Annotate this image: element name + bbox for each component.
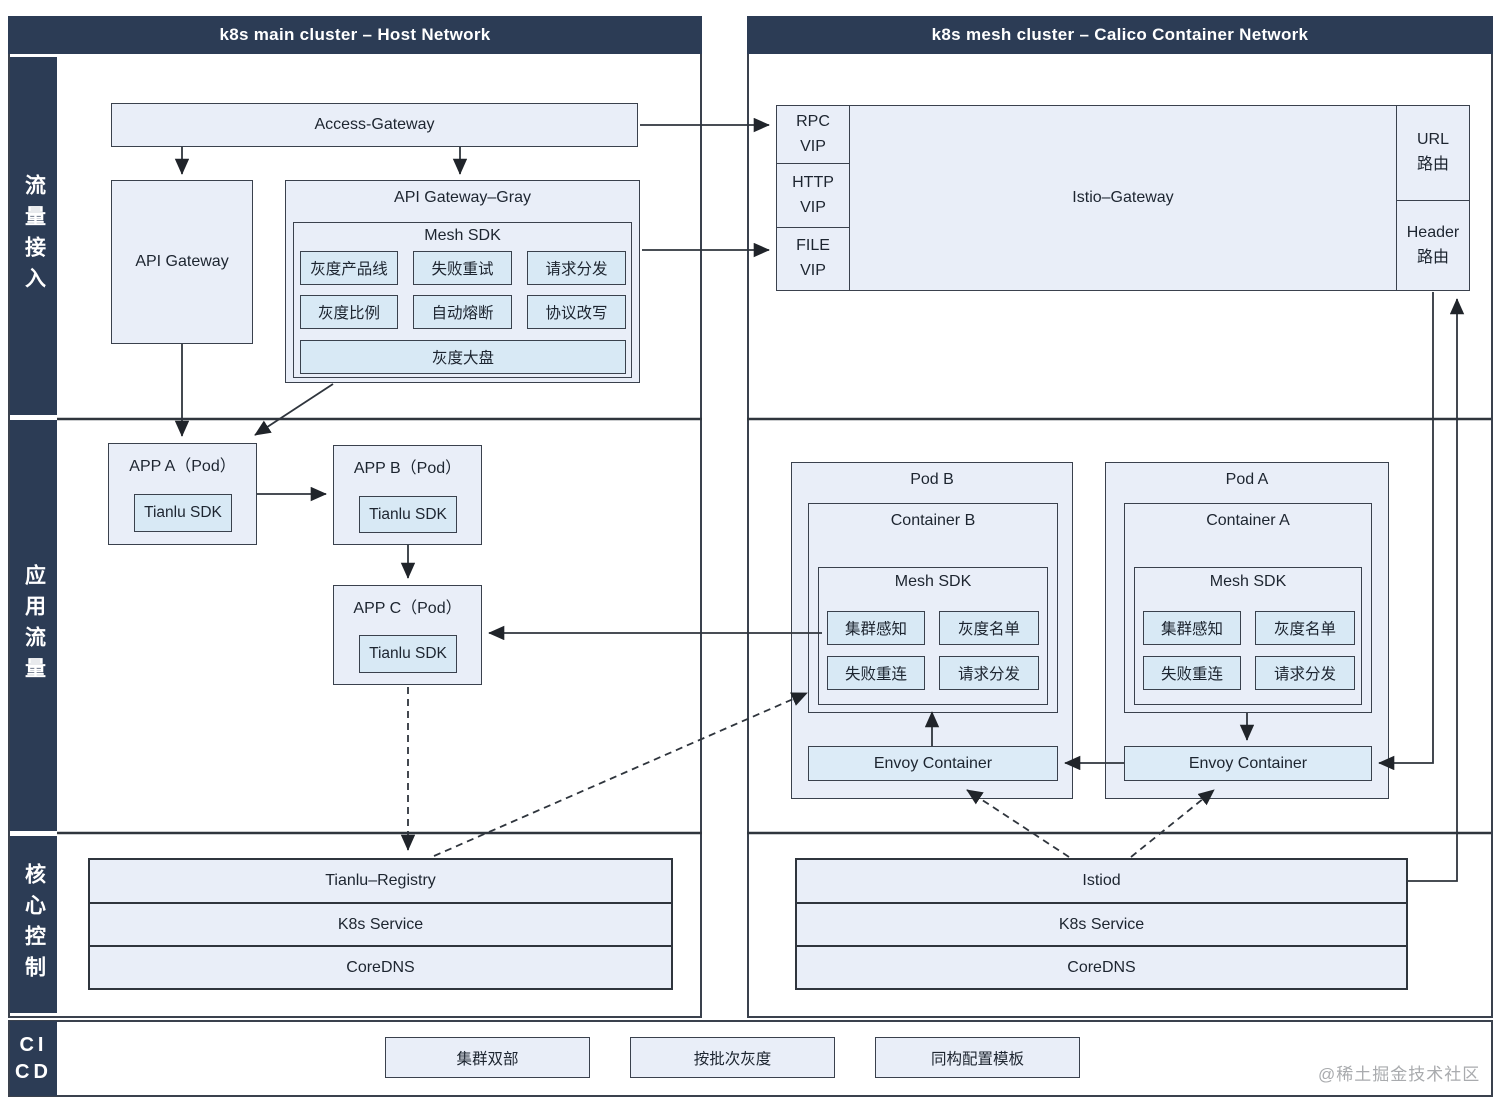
coredns-row-left[interactable]: CoreDNS (88, 945, 673, 990)
mesh-sdk-a-title: Mesh SDK (1209, 573, 1287, 590)
pod-a-title: Pod A (1225, 471, 1269, 488)
access-gateway-box[interactable]: Access-Gateway (111, 103, 638, 147)
sidebar-item-core-control: 核心控制 (10, 836, 57, 1013)
istio-gateway-box[interactable] (776, 105, 1470, 291)
watermark: @稀土掘金技术社区 (1318, 1065, 1481, 1084)
file-vip-cell[interactable]: FILE VIP (776, 227, 850, 291)
envoy-container-b[interactable]: Envoy Container (808, 746, 1058, 781)
podb-feature-request-dispatch[interactable]: 请求分发 (939, 656, 1039, 690)
feature-protocol-rewrite[interactable]: 协议改写 (527, 295, 626, 329)
api-gateway-gray-title: API Gateway–Gray (394, 189, 531, 206)
header-route-cell[interactable]: Header 路由 (1396, 200, 1470, 291)
istio-gateway-label: Istio–Gateway (1072, 189, 1174, 206)
k8s-service-row-left[interactable]: K8s Service (88, 902, 673, 947)
sidebar-item-app-traffic: 应用流量 (10, 420, 57, 831)
pod-b-title: Pod B (910, 471, 954, 488)
app-a-title: APP A（Pod） (129, 458, 236, 475)
sidebar-item-traffic-access: 流量接入 (10, 57, 57, 415)
poda-feature-cluster-awareness[interactable]: 集群感知 (1143, 611, 1241, 645)
feature-gray-product-line[interactable]: 灰度产品线 (300, 251, 398, 285)
coredns-row-right[interactable]: CoreDNS (795, 945, 1408, 990)
app-c-tianlu-sdk: Tianlu SDK (359, 635, 457, 673)
feature-request-dispatch[interactable]: 请求分发 (527, 251, 626, 285)
app-a-tianlu-sdk: Tianlu SDK (134, 494, 232, 532)
container-a-title: Container A (1206, 512, 1290, 529)
poda-feature-fail-reconnect[interactable]: 失败重连 (1143, 656, 1241, 690)
poda-feature-gray-list[interactable]: 灰度名单 (1255, 611, 1355, 645)
feature-gray-dashboard[interactable]: 灰度大盘 (300, 340, 626, 374)
app-b-tianlu-sdk: Tianlu SDK (359, 496, 457, 533)
url-route-cell[interactable]: URL 路由 (1396, 105, 1470, 201)
cicd-batch-gray-button[interactable]: 按批次灰度 (630, 1037, 835, 1078)
container-b-title: Container B (890, 512, 976, 529)
istiod-row[interactable]: Istiod (795, 858, 1408, 904)
right-cluster-header: k8s mesh cluster – Calico Container Netw… (747, 16, 1493, 54)
mesh-sdk-b-title: Mesh SDK (894, 573, 972, 590)
envoy-container-a[interactable]: Envoy Container (1124, 746, 1372, 781)
api-gateway-box[interactable]: API Gateway (111, 180, 253, 344)
app-b-title: APP B（Pod） (353, 460, 462, 477)
sidebar-item-cicd: CI CD (10, 1021, 57, 1096)
k8s-service-row-right[interactable]: K8s Service (795, 902, 1408, 947)
cicd-cluster-dual-deploy-button[interactable]: 集群双部 (385, 1037, 590, 1078)
app-c-title: APP C（Pod） (353, 600, 462, 617)
feature-gray-ratio[interactable]: 灰度比例 (300, 295, 398, 329)
poda-feature-request-dispatch[interactable]: 请求分发 (1255, 656, 1355, 690)
tianlu-registry-row[interactable]: Tianlu–Registry (88, 858, 673, 904)
cicd-isomorphic-config-template-button[interactable]: 同构配置模板 (875, 1037, 1080, 1078)
podb-feature-cluster-awareness[interactable]: 集群感知 (827, 611, 925, 645)
feature-fail-retry[interactable]: 失败重试 (413, 251, 512, 285)
rpc-vip-cell[interactable]: RPC VIP (776, 105, 850, 164)
left-cluster-header: k8s main cluster – Host Network (8, 16, 702, 54)
podb-feature-gray-list[interactable]: 灰度名单 (939, 611, 1039, 645)
http-vip-cell[interactable]: HTTP VIP (776, 163, 850, 228)
feature-auto-circuit-break[interactable]: 自动熔断 (413, 295, 512, 329)
mesh-sdk-left-title: Mesh SDK (424, 227, 501, 244)
podb-feature-fail-reconnect[interactable]: 失败重连 (827, 656, 925, 690)
